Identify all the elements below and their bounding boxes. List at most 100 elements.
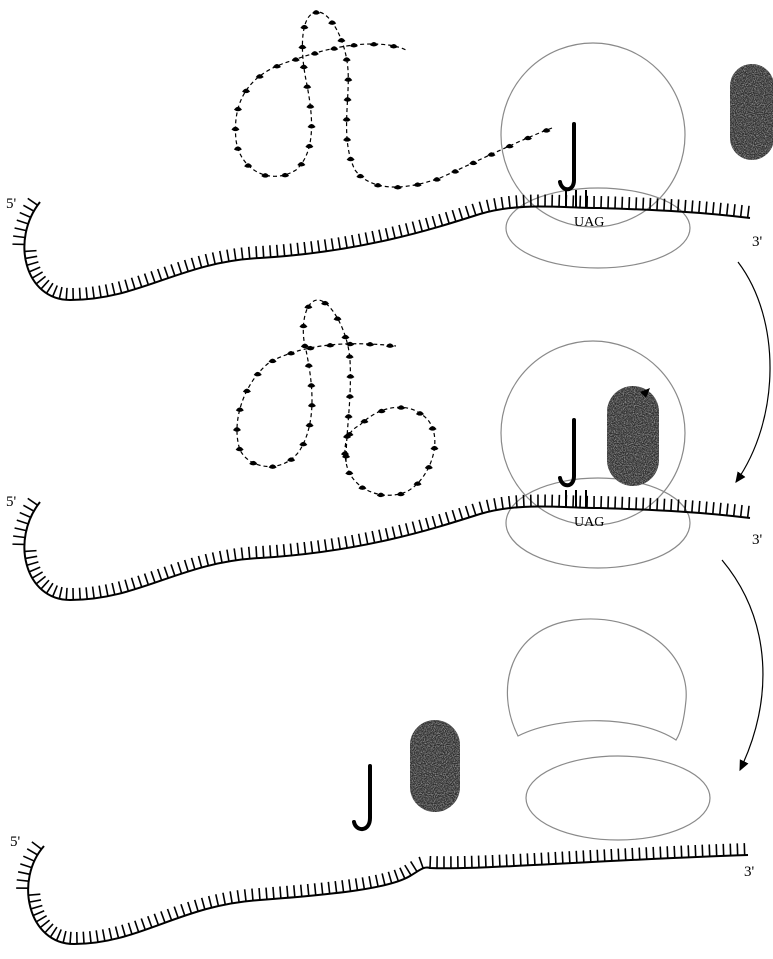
mrna-base-tick [492,855,493,867]
mrna-base-tick [32,842,42,849]
amino-acid-residue [236,447,244,452]
mrna-base-tick [479,202,482,214]
mrna-base-tick [145,274,149,285]
mrna-base-tick [513,854,514,866]
mrna-base-tick [23,505,33,511]
amino-acid-residue [346,374,354,379]
mrna-base-tick [308,884,309,896]
amino-acid-residue [243,389,251,394]
mrna-base-tick [116,926,119,938]
mrna-base-tick [128,923,132,934]
mrna-base-tick [135,921,139,932]
amino-acid-residue [366,342,374,347]
mrna-base-tick [685,200,686,212]
trna-icon [354,766,370,829]
amino-acid-residue [414,182,422,187]
mrna-base-tick [365,532,367,544]
mrna-base-tick [534,853,535,865]
mrna-base-tick [720,203,721,215]
mrna-base-tick [185,260,189,271]
mrna-base-tick [459,208,463,219]
mrna-base-tick [18,872,30,875]
mrna-base-tick [290,544,291,556]
mrna-base-tick [237,890,239,902]
mrna-base-tick [509,496,510,508]
mrna-base-tick [501,197,503,209]
amino-acid-residue [469,161,477,166]
amino-acid-residue [233,427,241,432]
mrna-base-tick [125,580,128,592]
amino-acid-residue [370,42,378,47]
mrna-base-tick [80,288,81,300]
stop-codon-label: UAG [574,215,604,230]
mrna-base-tick [430,856,431,868]
mrna-base-tick [33,911,44,916]
mrna-base-tick [523,495,524,507]
mrna-base-tick [688,845,689,857]
amino-acid-residue [429,426,437,431]
amino-acid-residue [297,162,305,167]
polypeptide-chain [237,300,435,495]
mrna-base-tick [643,198,644,210]
mrna-base-tick [29,267,40,272]
mrna-base-tick [472,504,476,515]
amino-acid-residue [430,446,438,451]
mrna-base-tick [372,231,374,243]
mrna-base-tick [727,503,728,515]
mrna-base-tick [29,900,41,902]
mrna-base-tick [256,546,257,558]
amino-acid-residue [337,38,345,43]
mrna-base-tick [382,873,385,885]
mrna-base-tick [241,548,242,560]
mrna-base-tick [748,206,749,218]
mrna-base-tick [699,501,700,513]
trna-icon [560,124,574,189]
mrna-base-tick [657,498,658,510]
mrna-base-tick [31,905,42,908]
amino-acid-residue [397,405,405,410]
mrna-base-tick [106,584,108,596]
mrna-base-tick [99,286,101,298]
mrna-base-tick [15,528,27,531]
amino-acid-residue [234,146,242,151]
mrna-base-tick [171,564,175,575]
mrna-base-tick [148,916,152,927]
mrna-base-tick [643,498,644,510]
amino-acid-residues [231,10,550,189]
mrna-base-tick [63,931,66,943]
mrna-base-tick [509,196,510,208]
mrna-base-tick [28,498,38,505]
amino-acid-residue [377,493,385,498]
mrna-base-tick [213,252,216,264]
mrna-base-tick [25,251,37,252]
three-prime-label: 3' [752,532,763,548]
mrna-base-tick [376,875,378,887]
amino-acid-residue [358,485,366,490]
codon-bars [566,190,586,208]
amino-acid-residue [306,423,314,428]
amino-acid-residue [414,481,422,486]
mrna-base-tick [674,846,675,858]
mrna-strand [28,846,748,944]
amino-acid-residue [334,316,342,321]
mrna-base-tick [499,855,500,867]
mrna-base-tick [516,495,517,507]
mrna-base-tick [96,930,98,942]
mrna-base-tick [392,227,395,239]
amino-acid-residue [306,104,314,109]
mrna-base-tick [154,914,158,925]
mrna-base-tick [90,931,91,943]
mrna-base-tick [342,880,344,892]
mrna-base-tick [70,932,71,944]
mrna-base-tick [713,502,714,514]
mrna-base-tick [206,254,209,266]
mrna-base-tick [220,551,222,563]
mrna-base-tick [419,220,422,232]
mrna-base-tick [399,525,402,537]
mrna-base-tick [284,544,285,556]
mrna-base-tick [195,900,198,911]
amino-acid-residue [308,403,316,408]
mrna-base-tick [494,498,496,510]
mrna-base-tick [597,850,598,862]
mrna-base-tick [650,198,651,210]
